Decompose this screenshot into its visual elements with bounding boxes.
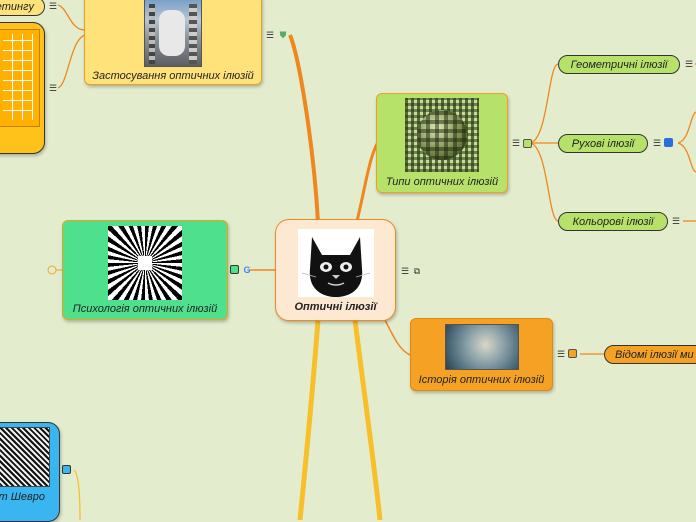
- topic-history[interactable]: Історія оптичних ілюзій: [410, 318, 553, 391]
- topic-chevreul-label: т Шевро: [0, 491, 45, 503]
- subtopic-famous-label: Відомі ілюзії ми: [615, 348, 694, 361]
- notes-icon[interactable]: ☰: [265, 30, 275, 40]
- stripe-tunnel-image: [108, 226, 182, 300]
- topic-applications-label: Застосування оптичних ілюзій: [92, 70, 254, 82]
- topic-applications[interactable]: Застосування оптичних ілюзій: [84, 0, 262, 85]
- branch-to-marketing: [57, 4, 86, 31]
- subtopic-famous[interactable]: Відомі ілюзії ми: [604, 345, 696, 364]
- shield-icon[interactable]: ⛊: [279, 30, 287, 40]
- notes-icon[interactable]: ☰: [511, 138, 521, 148]
- topic-psychology[interactable]: Психологія оптичних ілюзій: [62, 220, 228, 320]
- chevreul-illusion-image: [0, 427, 50, 487]
- link-icon[interactable]: ⧉: [413, 266, 421, 276]
- central-topic[interactable]: Оптичні ілюзії: [275, 219, 396, 321]
- branch-central-to-applications: [288, 34, 320, 223]
- notes-icon[interactable]: ☰: [684, 59, 694, 69]
- notes-icon[interactable]: [62, 465, 71, 474]
- branch-motion-out-up: [677, 111, 696, 144]
- yellow-image-node[interactable]: [0, 22, 45, 154]
- branch-motion-out-down: [677, 142, 696, 173]
- subtopic-motion-label: Рухові ілюзії: [571, 137, 635, 150]
- central-topic-label: Оптичні ілюзії: [294, 301, 377, 313]
- notes-icon[interactable]: ☰: [652, 138, 662, 148]
- branch-to-yellow-image: [57, 34, 86, 89]
- subtopic-color[interactable]: Кольорові ілюзії: [558, 212, 668, 231]
- subtopic-marketing[interactable]: етингу: [0, 0, 45, 16]
- painting-face-image: [444, 324, 519, 370]
- link-icon[interactable]: [568, 349, 577, 358]
- topic-types[interactable]: Типи оптичних ілюзій: [376, 93, 508, 193]
- branch-to-geometric: [529, 63, 559, 144]
- notes-icon[interactable]: ☰: [48, 83, 58, 93]
- subtopic-marketing-label: етингу: [0, 0, 34, 13]
- notes-icon[interactable]: ☰: [400, 266, 410, 276]
- checkered-sphere-image: [405, 98, 479, 172]
- collapse-marker[interactable]: [47, 265, 57, 275]
- notes-icon[interactable]: [230, 265, 239, 274]
- curved-arrow-icon[interactable]: [664, 138, 673, 147]
- subtopic-color-label: Кольорові ілюзії: [572, 215, 654, 228]
- branch-central-down-left: [297, 319, 321, 520]
- black-cat-image: [297, 229, 374, 297]
- notes-icon[interactable]: ☰: [48, 1, 58, 11]
- subtopic-geometric-label: Геометричні ілюзії: [570, 58, 668, 71]
- black-cat-icon: [301, 237, 370, 297]
- subtopic-geometric[interactable]: Геометричні ілюзії: [558, 55, 680, 74]
- branch-central-down-right: [352, 319, 383, 520]
- branch-chevreul-down: [73, 469, 81, 520]
- notes-icon[interactable]: ☰: [556, 349, 566, 359]
- topic-chevreul[interactable]: т Шевро: [0, 422, 60, 522]
- grid-illusion-image: [0, 29, 40, 127]
- branch-central-to-history: [384, 319, 411, 356]
- notes-icon[interactable]: ☰: [671, 216, 681, 226]
- branch-to-color: [529, 142, 559, 222]
- topic-types-label: Типи оптичних ілюзій: [385, 176, 499, 188]
- link-icon[interactable]: [523, 139, 532, 148]
- topic-psychology-label: Психологія оптичних ілюзій: [72, 303, 218, 315]
- subtopic-motion[interactable]: Рухові ілюзії: [558, 134, 648, 153]
- building-mural-image: [144, 0, 202, 67]
- topic-history-label: Історія оптичних ілюзій: [418, 374, 545, 386]
- google-icon[interactable]: G: [243, 265, 251, 275]
